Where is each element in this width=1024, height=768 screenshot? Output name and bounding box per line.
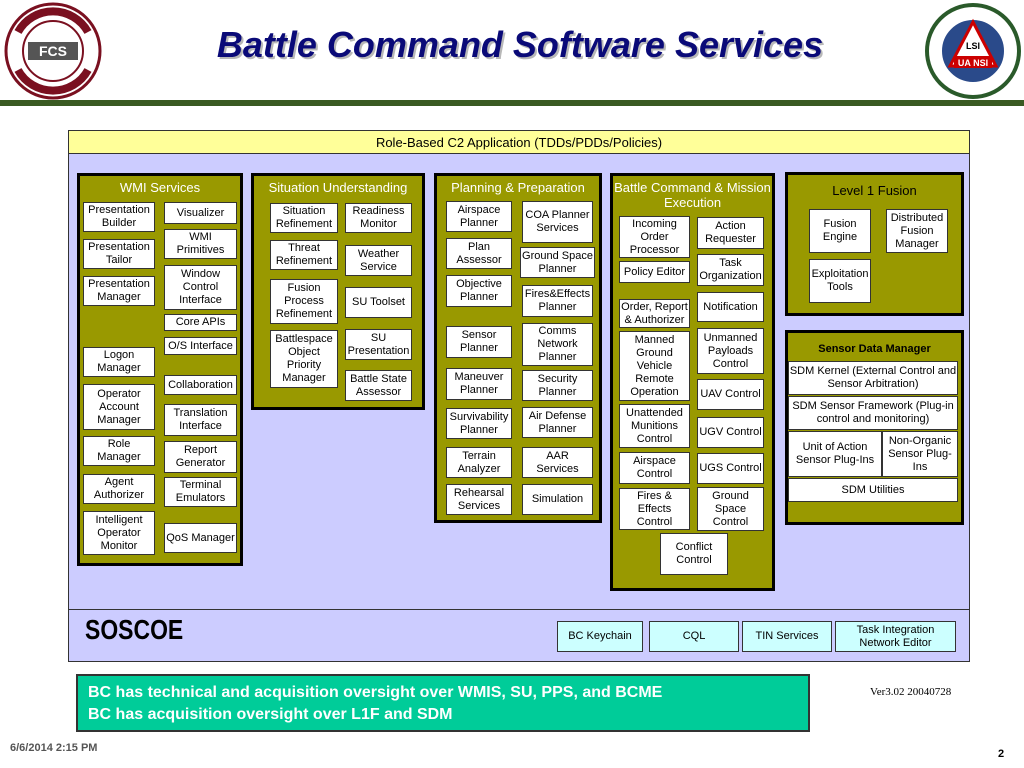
wmi-primitives: WMI Primitives (164, 229, 237, 259)
translation-interface: Translation Interface (164, 404, 237, 436)
comms-network-planner: Comms Network Planner (522, 323, 593, 366)
notification: Notification (697, 292, 764, 322)
fires-effects-planner: Fires&Effects Planner (522, 285, 593, 317)
soscoe-divider (68, 609, 970, 610)
threat-refinement: Threat Refinement (270, 240, 338, 270)
weather-service: Weather Service (345, 245, 412, 276)
ugv-control: UGV Control (697, 417, 764, 448)
page-number: 2 (998, 748, 1005, 760)
order-report-authorizer: Order, Report & Authorizer (619, 299, 690, 328)
battle-state-assessor: Battle State Assessor (345, 370, 412, 401)
operator-account-manager: Operator Account Manager (83, 384, 155, 430)
task-integration-network-editor: Task Integration Network Editor (835, 621, 956, 652)
plan-assessor: Plan Assessor (446, 238, 512, 269)
presentation-builder: Presentation Builder (83, 202, 155, 232)
sdm-utilities: SDM Utilities (788, 478, 958, 502)
terminal-emulators: Terminal Emulators (164, 477, 237, 507)
level-1-fusion-title: Level 1 Fusion (832, 183, 917, 198)
ground-space-control: Ground Space Control (697, 487, 764, 531)
visualizer: Visualizer (164, 202, 237, 224)
objective-planner: Objective Planner (446, 275, 512, 307)
exploitation-tools: Exploitation Tools (809, 259, 871, 303)
survivability-planner: Survivability Planner (446, 408, 512, 439)
page-title: Battle Command Software Services (216, 24, 824, 65)
air-defense-planner: Air Defense Planner (522, 407, 593, 438)
oversight-note: BC has technical and acquisition oversig… (76, 674, 810, 732)
rehearsal-services: Rehearsal Services (446, 484, 512, 515)
sensor-data-manager-title: Sensor Data Manager (818, 343, 931, 355)
soscoe-label: SOSCOE (85, 614, 184, 645)
report-generator: Report Generator (164, 441, 237, 473)
agent-authorizer: Agent Authorizer (83, 474, 155, 504)
role-based-c2-banner: Role-Based C2 Application (TDDs/PDDs/Pol… (68, 130, 970, 154)
terrain-analyzer: Terrain Analyzer (446, 447, 512, 478)
battlespace-object-priority-manager: Battlespace Object Priority Manager (270, 330, 338, 388)
battle-command-title: Battle Command & Mission Execution (614, 180, 771, 210)
manned-ground-vehicle-remote-operation: Manned Ground Vehicle Remote Operation (619, 331, 690, 401)
role-manager: Role Manager (83, 436, 155, 466)
sdm-sensor-framework: SDM Sensor Framework (Plug-in control an… (788, 396, 958, 430)
collaboration: Collaboration (164, 375, 237, 395)
ugs-control: UGS Control (697, 453, 764, 484)
fusion-process-refinement: Fusion Process Refinement (270, 279, 338, 324)
situation-refinement: Situation Refinement (270, 203, 338, 233)
non-organic-sensor-plugins: Non-Organic Sensor Plug-Ins (882, 431, 958, 477)
planning-preparation-title: Planning & Preparation (451, 180, 585, 195)
svg-text:FCS: FCS (39, 43, 67, 59)
version-label: Ver3.02 20040728 (870, 686, 952, 698)
wmi-services-title: WMI Services (119, 180, 201, 195)
svg-text:UA NSI: UA NSI (958, 58, 988, 68)
os-interface: O/S Interface (164, 337, 237, 355)
su-presentation: SU Presentation (345, 329, 412, 360)
unit-of-action-sensor-plugins: Unit of Action Sensor Plug-Ins (788, 431, 882, 477)
program-manager-logo: FCS (4, 2, 102, 100)
intelligent-operator-monitor: Intelligent Operator Monitor (83, 511, 155, 555)
airspace-planner: Airspace Planner (446, 201, 512, 232)
bc-keychain: BC Keychain (557, 621, 643, 652)
airspace-control: Airspace Control (619, 452, 690, 484)
distributed-fusion-manager: Distributed Fusion Manager (886, 209, 948, 253)
uav-control: UAV Control (697, 379, 764, 410)
header-divider (0, 100, 1024, 106)
coa-planner-services: COA Planner Services (522, 201, 593, 243)
ground-space-planner: Ground Space Planner (520, 247, 595, 278)
aar-services: AAR Services (522, 447, 593, 478)
qos-manager: QoS Manager (164, 523, 237, 553)
task-organization: Task Organization (697, 254, 764, 286)
presentation-tailor: Presentation Tailor (83, 239, 155, 269)
su-toolset: SU Toolset (345, 287, 412, 318)
fires-effects-control: Fires & Effects Control (619, 488, 690, 530)
unattended-munitions-control: Unattended Munitions Control (619, 404, 690, 448)
policy-editor: Policy Editor (619, 261, 690, 283)
readiness-monitor: Readiness Monitor (345, 203, 412, 233)
unmanned-payloads-control: Unmanned Payloads Control (697, 328, 764, 374)
conflict-control: Conflict Control (660, 533, 728, 575)
maneuver-planner: Maneuver Planner (446, 368, 512, 400)
incoming-order-processor: Incoming Order Processor (619, 216, 690, 258)
simulation: Simulation (522, 484, 593, 515)
sdm-kernel: SDM Kernel (External Control and Sensor … (788, 361, 958, 395)
presentation-manager: Presentation Manager (83, 276, 155, 306)
logon-manager: Logon Manager (83, 347, 155, 377)
footer-date: 6/6/2014 2:15 PM (10, 742, 98, 754)
sensor-planner: Sensor Planner (446, 326, 512, 358)
core-apis: Core APIs (164, 314, 237, 331)
project-manager-logo: UA NSI LSI (925, 3, 1021, 99)
svg-text:LSI: LSI (966, 41, 980, 51)
cql: CQL (649, 621, 739, 652)
tin-services: TIN Services (742, 621, 832, 652)
fusion-engine: Fusion Engine (809, 209, 871, 253)
oversight-note-line-1: BC has technical and acquisition oversig… (88, 684, 663, 701)
security-planner: Security Planner (522, 370, 593, 401)
action-requester: Action Requester (697, 217, 764, 249)
situation-understanding-title: Situation Understanding (268, 180, 408, 195)
window-control-interface: Window Control Interface (164, 265, 237, 310)
oversight-note-line-2: BC has acquisition oversight over L1F an… (88, 706, 453, 723)
